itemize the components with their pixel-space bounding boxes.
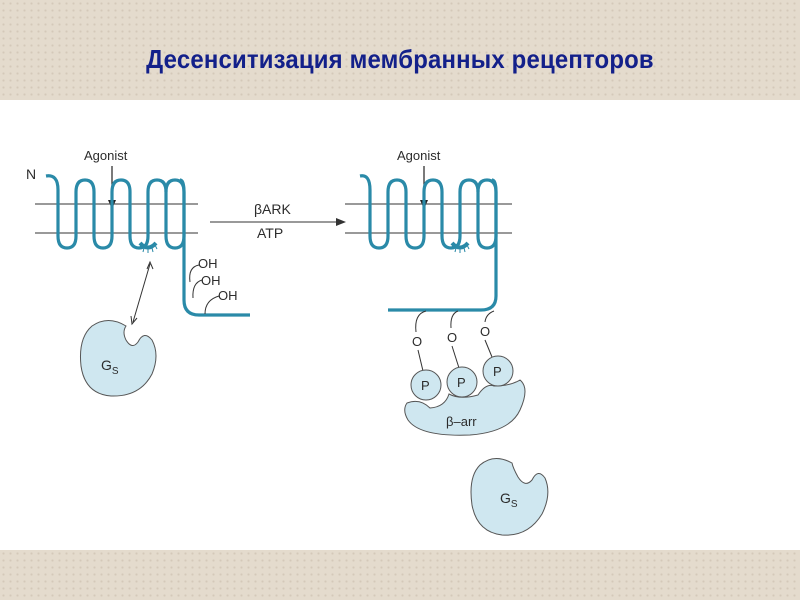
o-p-link-3: [484, 339, 493, 358]
gs-link-line: [132, 263, 151, 323]
reaction-arrowhead: [336, 218, 346, 226]
oh-label-2: OH: [201, 273, 221, 288]
phosphate-label-3: P: [493, 364, 502, 379]
bark-label: βARK: [254, 201, 292, 217]
diagram-panel: [0, 100, 800, 550]
oh-label-3: OH: [218, 288, 238, 303]
o-p-link-1: [417, 349, 424, 372]
gs-link-arrowhead-bottom: [130, 315, 138, 326]
phosphate-label-1: P: [421, 378, 430, 393]
o-connector-2: [450, 310, 459, 329]
phosphate-1: [410, 369, 442, 401]
right-receptor-c-tail: [388, 178, 498, 312]
left-receptor-chain: [45, 174, 186, 250]
gs-link-arrowhead-top: [146, 260, 154, 270]
oh-connector-2: [192, 279, 203, 299]
beta-arrestin-label: β–arr: [446, 414, 477, 429]
right-agonist-label: Agonist: [397, 148, 441, 163]
o-label-1: O: [412, 334, 422, 349]
left-receptor-group: N Agonist OH OH OH GS: [26, 148, 250, 397]
beta-arrestin-protein: [404, 379, 526, 436]
left-binding-site: [138, 241, 158, 250]
right-binding-site: [450, 241, 470, 250]
left-agonist-label: Agonist: [84, 148, 128, 163]
o-connector-1: [415, 310, 427, 333]
o-connector-3: [484, 310, 495, 323]
oh-label-1: OH: [198, 256, 218, 271]
right-gs-label: GS: [500, 490, 518, 510]
n-terminus-label: N: [26, 166, 36, 182]
left-gs-protein: [80, 320, 157, 397]
phosphate-3: [482, 355, 514, 387]
o-p-link-2: [451, 345, 460, 369]
right-gs-protein: [470, 458, 549, 536]
left-gs-label: GS: [101, 357, 119, 377]
oh-connector-3: [204, 295, 220, 315]
right-receptor-chain: [359, 174, 498, 250]
slide-title: Десенситизация мембранных рецепторов: [146, 44, 654, 74]
o-label-2: O: [447, 330, 457, 345]
right-receptor-group: Agonist O O O β–arr P P P GS: [345, 148, 549, 536]
oh-connector-1: [189, 264, 200, 283]
right-binding-site-fringe: [450, 244, 470, 253]
reaction-arrow-group: βARK ATP: [210, 201, 346, 241]
phosphate-2: [446, 366, 478, 398]
atp-label: ATP: [257, 225, 283, 241]
phosphate-label-2: P: [457, 375, 466, 390]
o-label-3: O: [480, 324, 490, 339]
left-binding-site-fringe: [138, 244, 158, 253]
left-receptor-c-tail: [164, 178, 250, 317]
bottom-background-band: [0, 550, 800, 600]
top-background-band: [0, 0, 800, 100]
